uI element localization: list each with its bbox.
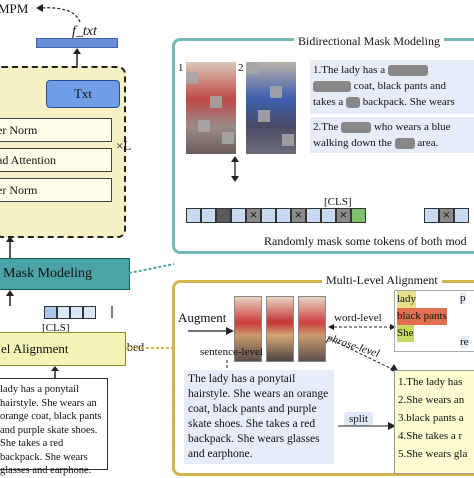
- masked-token-x: ×: [246, 208, 261, 223]
- token: [201, 208, 216, 223]
- embed-token: [44, 306, 57, 319]
- mla-title: Multi-Level Alignment: [322, 273, 442, 288]
- bidirectional-arrow: [231, 156, 239, 182]
- token: [454, 208, 469, 223]
- word-item: She: [397, 325, 414, 342]
- cls-label: [CLS]: [42, 322, 70, 334]
- token-sequence-2: ×: [424, 208, 469, 223]
- bmm-title: Bidirectional Mask Modeling: [294, 34, 444, 49]
- bmm-footer: Randomly mask some tokens of both mod: [264, 234, 467, 248]
- token: [261, 208, 276, 223]
- phrase-item: 1.The lady has: [398, 376, 463, 388]
- embed-token: [83, 306, 96, 319]
- embed-token: [57, 306, 70, 319]
- mask-modeling-module: Mask Modeling: [0, 258, 130, 290]
- sentence-arrow: [226, 360, 228, 370]
- phrase-item: 4.She takes a r: [398, 430, 463, 442]
- masked-text: coat, black pants and: [353, 80, 446, 92]
- masked-token-x: ×: [336, 208, 351, 223]
- caption-arrow: [51, 366, 59, 379]
- token: [306, 208, 321, 223]
- up-arrow: [73, 48, 81, 66]
- token: [216, 208, 231, 223]
- layer-norm-bottom: er Norm: [0, 178, 112, 202]
- masked-text: backpack. She wears: [362, 96, 455, 108]
- masked-text: who wears a blue: [373, 121, 451, 133]
- bmm-cls-label: [CLS]: [324, 196, 352, 208]
- word-item: black pants: [397, 308, 447, 325]
- mpm-arrow: [36, 4, 81, 23]
- masked-text: 1.The lady has a: [313, 64, 386, 76]
- token: [276, 208, 291, 223]
- layer-norm-top: er Norm: [0, 118, 112, 142]
- split-arrow: [338, 422, 396, 430]
- augmented-image-2: [266, 296, 294, 362]
- token: [321, 208, 336, 223]
- masked-text: area.: [417, 137, 439, 149]
- token: [424, 208, 439, 223]
- masked-caption-2: 2.The who wears a blue walking down the …: [310, 117, 474, 153]
- masked-text: takes a: [313, 96, 344, 108]
- mpm-label: MPM: [0, 1, 29, 16]
- image-1-label: 1: [178, 62, 184, 74]
- repeat-label: ×L: [116, 138, 132, 153]
- multi-level-alignment-module: el Alignment: [0, 332, 126, 366]
- phrase-list: 1.The lady has 2.She wears an 3.black pa…: [394, 370, 474, 474]
- mask-token: [387, 64, 428, 76]
- phrase-item: 3.black pants a: [398, 412, 464, 424]
- connector-arrows: [111, 288, 132, 318]
- mask-token: [394, 137, 415, 149]
- masked-token-x: ×: [291, 208, 306, 223]
- encoder-arrow: [6, 236, 14, 258]
- augment-arrow: [188, 327, 234, 335]
- sentence-level-label: sentence-level: [200, 346, 263, 358]
- input-caption: lady has a ponytail hairstyle. She wears…: [0, 378, 108, 476]
- token: [186, 208, 201, 223]
- output-feature-label: f_txt: [72, 24, 97, 39]
- output-feature-bar: [36, 38, 118, 48]
- mask-token: [313, 80, 351, 92]
- word-item: lady: [397, 291, 416, 308]
- mask-token: [345, 96, 360, 108]
- word-list: lady black pants She: [394, 290, 474, 352]
- image-2-label: 2: [238, 62, 244, 74]
- masked-caption-1: 1.The lady has a coat, black pants and t…: [310, 60, 474, 114]
- phrase-item: 5.She wears gla: [398, 448, 468, 460]
- word-level-arrow: [328, 324, 396, 330]
- multi-head-attention: ad Attention: [0, 148, 112, 172]
- word-item-right: re: [460, 336, 469, 348]
- split-label: split: [344, 412, 373, 426]
- cls-token: [351, 208, 366, 223]
- word-level-label: word-level: [334, 312, 382, 324]
- mask-arrow: [6, 290, 14, 306]
- mask-token: [341, 121, 372, 133]
- token: [231, 208, 246, 223]
- masked-text: 2.The: [313, 121, 339, 133]
- phrase-item: 2.She wears an: [398, 394, 465, 406]
- alignment-connector: [126, 347, 172, 349]
- word-item-right: p: [460, 292, 466, 304]
- sentence-caption: The lady has a ponytail hairstyle. She w…: [184, 370, 334, 464]
- phrase-level-arrow: [327, 337, 400, 374]
- embed-token: [70, 306, 83, 319]
- mask-connector: [123, 263, 175, 275]
- masked-token-x: ×: [439, 208, 454, 223]
- augment-label: Augment: [178, 310, 227, 325]
- masked-text: walking down the: [313, 137, 392, 149]
- image-mask-grid: [186, 62, 294, 146]
- augmented-image-1: [234, 296, 262, 362]
- embed-tokens: [44, 306, 96, 319]
- txt-token-box: Txt: [46, 80, 120, 108]
- token-sequence: × × ×: [186, 208, 366, 223]
- augmented-image-3: [298, 296, 326, 362]
